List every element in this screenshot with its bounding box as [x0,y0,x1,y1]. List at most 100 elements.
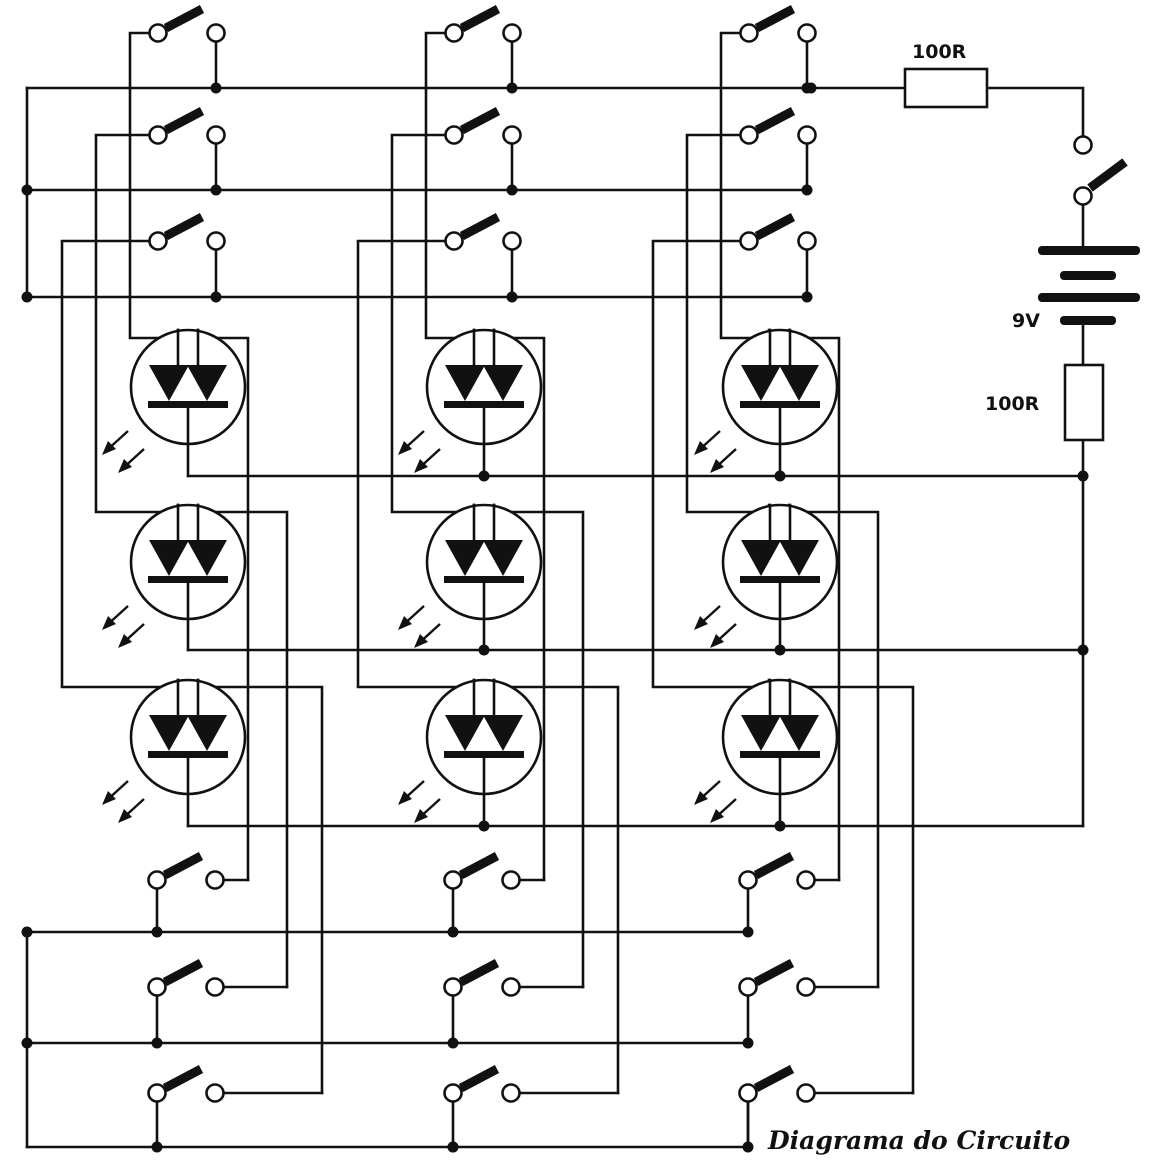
led-diode-triangle [149,715,189,751]
led-c1-r2 [102,503,247,648]
junction-dot [210,184,222,196]
light-arrow-head [694,791,708,805]
battery-cell-1 [1038,246,1140,255]
led-diode-triangle [779,365,819,401]
feeder-r1 [128,31,180,340]
feeder-r3 [651,239,771,689]
top-switch-c3-r1 [739,5,817,43]
switch-terminal-left [444,231,464,251]
switch-lever [163,107,205,134]
battery-label: 9V [1012,310,1040,332]
light-arrow-head [398,616,412,630]
light-arrow-head [694,441,708,455]
switch-terminal-right [206,231,226,251]
junction-dot [742,1141,754,1153]
junction-dot [478,470,490,482]
switch-lever [753,959,795,986]
bottom-switch-c2-r2 [443,959,521,997]
switch-lever [754,5,796,32]
junction-dot [21,1037,33,1049]
bottom-switch-c3-r3 [738,1065,816,1103]
junction-dot [1077,644,1089,656]
led-c2-r3 [398,678,543,823]
switch-terminal-right [206,23,226,43]
switch-terminal-right [501,977,521,997]
junction-dot [506,82,518,94]
led-bar [444,576,524,583]
switch-terminal-right [205,870,225,890]
resistor-bottom [1063,363,1105,442]
junction-dot [151,926,163,938]
switch-terminal-left [738,977,758,997]
switch-terminal-left [443,1083,463,1103]
switch-terminal-top [1073,135,1093,155]
junction-nodes [21,82,1089,1153]
led-bar [148,401,228,408]
led-inner-mark [179,559,197,576]
battery-cell-4 [1060,316,1116,325]
light-arrow-head [710,809,724,823]
led-inner-mark [771,734,789,751]
led-diode-triangle [483,540,523,576]
switch-terminal-right [797,23,817,43]
switch-terminal-bottom [1073,186,1093,206]
switch-lever [754,213,796,240]
top-switch-c1-r2 [148,107,226,145]
junction-dot [774,820,786,832]
led-diode-triangle [149,365,189,401]
switch-terminal-left [443,870,463,890]
led-diode-triangle [445,540,485,576]
battery-cell-2 [1060,271,1116,280]
junction-dot [742,926,754,938]
bottom-switch-c3-r1 [738,852,816,890]
switch-terminal-left [739,231,759,251]
junction-dot [210,82,222,94]
resistor-top-label: 100R [912,41,967,63]
led-inner-mark [179,384,197,401]
led-diode-triangle [741,715,781,751]
led-inner-mark [475,559,493,576]
switch-lever [459,213,501,240]
switch-lever [163,213,205,240]
light-arrow-head [414,809,428,823]
top-switch-c2-r2 [444,107,522,145]
bottom-switch-c1-r1 [147,852,225,890]
led-c1-r1 [102,328,247,473]
led-diode-triangle [187,540,227,576]
battery [1038,246,1140,325]
junction-dot [21,291,33,303]
switch-terminal-right [205,1083,225,1103]
led-diode-triangle [445,715,485,751]
resistor-bottom-label: 100R [985,393,1040,415]
feeder-r3 [356,239,476,689]
bottom-bus-3 [25,1091,750,1149]
switch-lever [753,1065,795,1092]
switch-lever [162,959,204,986]
light-arrow-head [710,459,724,473]
light-arrow-head [102,791,116,805]
switch-terminal-right [796,1083,816,1103]
junction-dot [801,291,813,303]
switch-terminal-left [148,23,168,43]
junction-dot [151,1037,163,1049]
bottom-switch-c2-r1 [443,852,521,890]
led-diode-triangle [741,540,781,576]
power-wire-top [985,86,1085,147]
switch-terminal-left [444,23,464,43]
top-switch-c2-r3 [444,213,522,251]
switch-lever [1087,158,1128,192]
bottom-switch-c1-r3 [147,1065,225,1103]
switch-lever [753,852,795,879]
switch-lever [459,5,501,32]
led-diode-triangle [187,715,227,751]
bottom-switch-c2-r3 [443,1065,521,1103]
led-bar [148,576,228,583]
top-switch-c2-r1 [444,5,522,43]
switch-lever [163,5,205,32]
junction-dot [447,1141,459,1153]
led-bar [740,751,820,758]
led-diode-triangle [187,365,227,401]
light-arrow-head [398,791,412,805]
light-arrow-head [710,634,724,648]
